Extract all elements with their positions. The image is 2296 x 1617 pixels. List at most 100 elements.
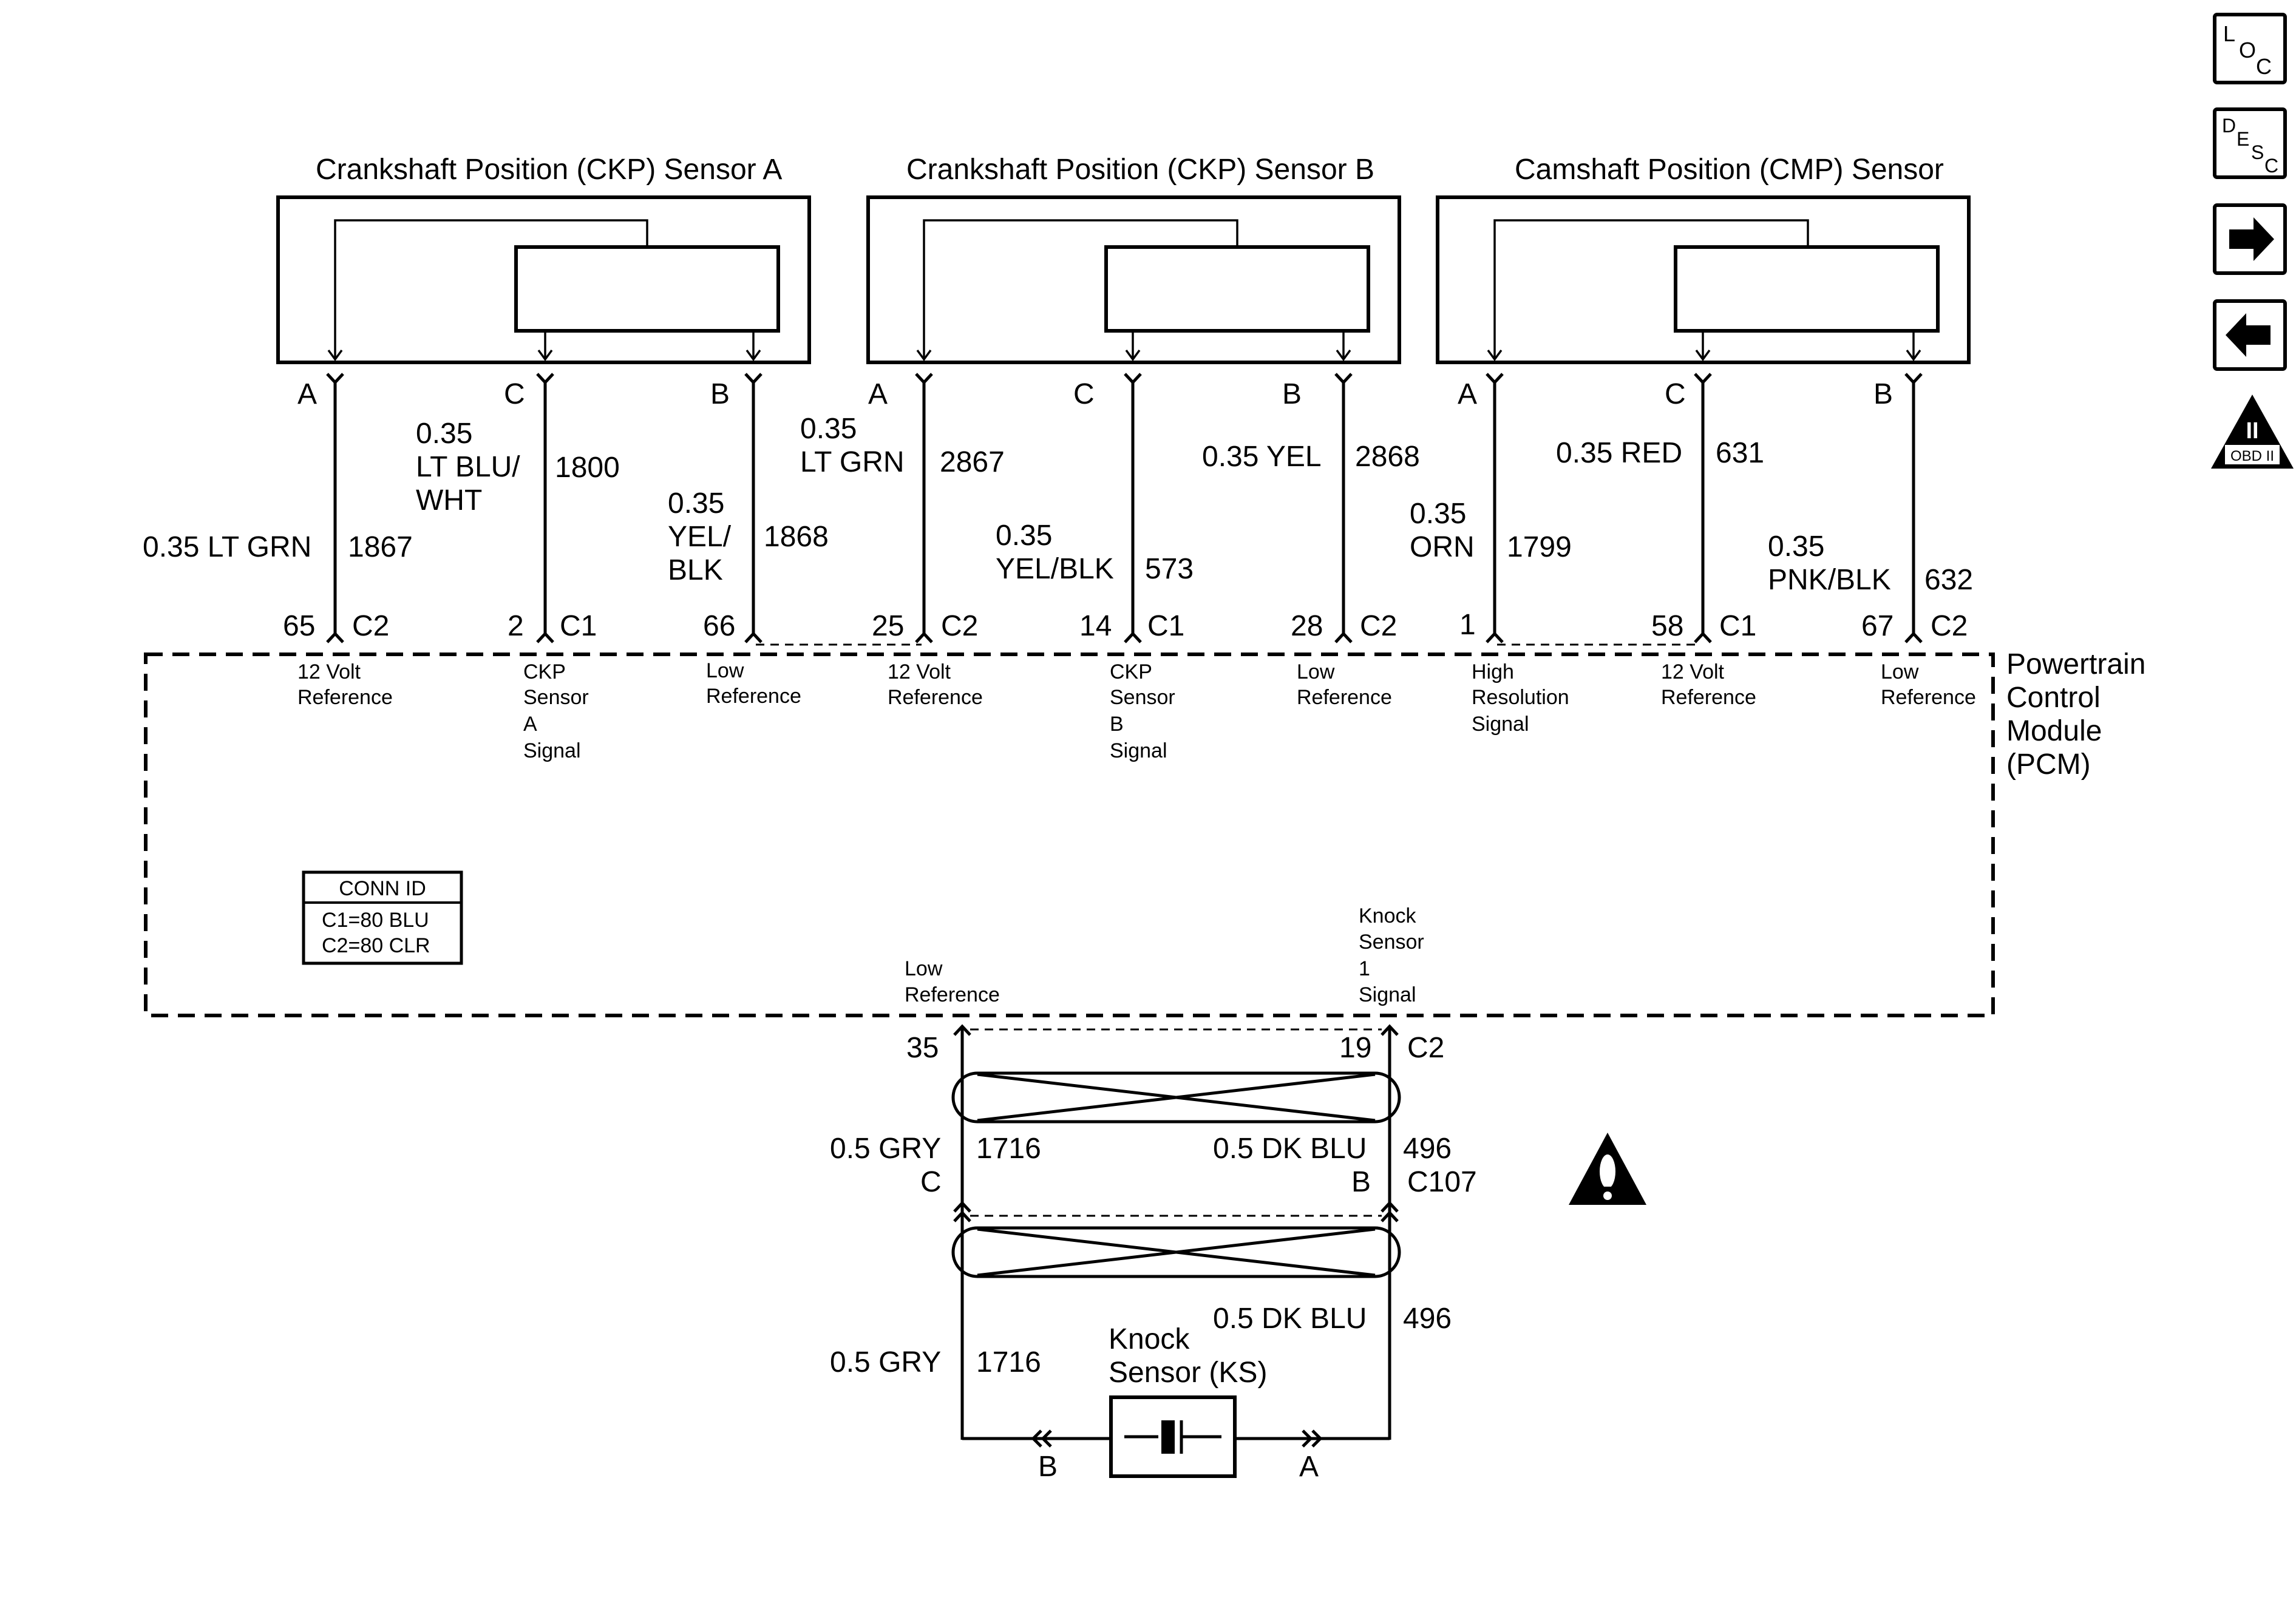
svg-text:Low: Low (905, 957, 943, 980)
svg-text:C: C (2256, 54, 2272, 79)
pcm-connector-id: C1 (1147, 610, 1184, 642)
knock-wire-circuit: 496 (1403, 1303, 1452, 1335)
pcm-connector-id: C2 (1931, 610, 1968, 642)
svg-text:Reference: Reference (888, 686, 983, 709)
pcm-pin-description: High Resolution Signal (1472, 660, 1569, 736)
pcm-pin-description: CKP Sensor B Signal (1110, 660, 1175, 762)
svg-text:Reference: Reference (297, 686, 393, 709)
pcm-pin-number: 2 (508, 610, 524, 642)
svg-text:Signal: Signal (1359, 983, 1416, 1006)
svg-text:O: O (2239, 38, 2256, 63)
pcm-pin-number: 67 (1861, 610, 1894, 642)
pcm-connector-id: C1 (560, 610, 597, 642)
pcm-pin-description: Knock Sensor 1 Signal (1359, 904, 1424, 1006)
conn-id-c2: C2=80 CLR (322, 934, 430, 957)
pin-letter: C (1073, 378, 1095, 410)
pin-letter: A (868, 378, 888, 410)
wire-color: ORN (1410, 531, 1475, 563)
svg-text:CKP: CKP (523, 660, 566, 683)
pcm-pin-number: 66 (703, 610, 735, 642)
wire-circuit: 2867 (940, 446, 1005, 478)
pcm-pin-description: 12 Volt Reference (888, 660, 983, 709)
knock-wire-gauge: 0.5 GRY (830, 1133, 941, 1165)
conn-id-table: CONN ID C1=80 BLU C2=80 CLR (302, 870, 463, 965)
svg-text:Signal: Signal (1472, 713, 1529, 736)
svg-text:B: B (1110, 713, 1124, 736)
pcm-connector-id: C1 (1719, 610, 1756, 642)
next-arrow-icon[interactable] (2213, 203, 2287, 275)
cmp-sensor-title: Camshaft Position (CMP) Sensor (1515, 154, 1944, 186)
wire-circuit: 1800 (555, 452, 620, 484)
wire-circuit: 632 (1924, 564, 1973, 596)
wire-gauge: 0.35 (996, 520, 1052, 552)
svg-text:A: A (523, 713, 537, 736)
knock-wire-circuit: 496 (1403, 1133, 1452, 1165)
knock-wire-circuit: 1716 (976, 1346, 1041, 1378)
svg-text:Reference: Reference (1881, 686, 1976, 709)
loc-icon[interactable]: L O C (2213, 13, 2287, 84)
pcm-pin-number: 14 (1079, 610, 1112, 642)
caution-icon (1569, 1133, 1646, 1205)
knock-sensor-box (1109, 1395, 1237, 1478)
pcm-connector-id: C2 (352, 610, 389, 642)
ckp-sensor-b-title: Crankshaft Position (CKP) Sensor B (906, 154, 1374, 186)
pcm-pin-number: 1 (1459, 609, 1476, 641)
wire-circuit: 2868 (1355, 441, 1420, 473)
pcm-pin-description: Low Reference (1297, 660, 1392, 709)
svg-text:OBD II: OBD II (2230, 448, 2274, 464)
svg-text:Reference: Reference (1297, 686, 1392, 709)
wire-color: LT BLU/ (416, 451, 520, 483)
knock-pin-number: 19 (1339, 1032, 1371, 1064)
knock-wire-circuit: 1716 (976, 1133, 1041, 1165)
pin-letter: B (710, 378, 730, 410)
svg-text:CKP: CKP (1110, 660, 1152, 683)
pin-letter: B (1873, 378, 1893, 410)
wire-gauge: 0.35 (668, 487, 724, 520)
pcm-name: Powertrain (2006, 648, 2145, 680)
knock-pin-number: 35 (906, 1032, 939, 1064)
cmp-sensor-box (1436, 195, 1971, 364)
svg-text:D: D (2222, 115, 2236, 137)
pcm-pin-number: 25 (872, 610, 904, 642)
pin-letter: B (1282, 378, 1302, 410)
obd-ii-icon[interactable]: II OBD II (2211, 395, 2294, 469)
back-arrow-icon[interactable] (2213, 299, 2287, 371)
svg-text:C: C (2264, 155, 2278, 177)
knock-wire-gauge: 0.5 GRY (830, 1346, 941, 1378)
svg-text:Sensor: Sensor (523, 686, 589, 709)
pcm-pin-number: 28 (1291, 610, 1323, 642)
wire-color: PNK/BLK (1768, 564, 1891, 596)
wire-gauge: 0.35 (1768, 531, 1824, 563)
pcm-connector-id: C2 (941, 610, 978, 642)
wire-circuit: 631 (1716, 437, 1764, 469)
wire-color: YEL/ (668, 521, 732, 553)
conn-id-header: CONN ID (339, 877, 426, 900)
pcm-pin-description: Low Reference (1881, 660, 1976, 709)
ckp-sensor-a-title: Crankshaft Position (CKP) Sensor A (316, 154, 782, 186)
svg-text:S: S (2251, 141, 2264, 163)
wire-color: WHT (416, 484, 482, 517)
knock-connector-id: C2 (1407, 1032, 1444, 1064)
wire-gauge: 0.35 LT GRN (143, 531, 311, 563)
knock-sensor-title: Sensor (KS) (1109, 1357, 1267, 1389)
pcm-pin-number: 58 (1651, 610, 1683, 642)
svg-text:Sensor: Sensor (1110, 686, 1175, 709)
knock-sensor-title: Knock (1109, 1323, 1190, 1355)
pcm-pin-description: 12 Volt Reference (1661, 660, 1756, 709)
svg-text:Resolution: Resolution (1472, 686, 1569, 709)
wire-gauge: 0.35 YEL (1202, 441, 1322, 473)
pcm-pin-description: 12 Volt Reference (297, 660, 393, 709)
svg-text:1: 1 (1359, 957, 1370, 980)
svg-text:Low: Low (706, 659, 744, 682)
knock-sensor-wiring (951, 1024, 1401, 1448)
desc-icon[interactable]: D E S C (2213, 107, 2287, 179)
wire-gauge: 0.35 (416, 418, 472, 450)
c107-pin-letter: B (1351, 1166, 1371, 1198)
svg-text:Low: Low (1297, 660, 1335, 683)
pin-letter: A (297, 378, 317, 410)
wire-circuit: 1867 (348, 531, 413, 563)
wire-gauge: 0.35 (800, 413, 857, 445)
svg-text:Signal: Signal (1110, 739, 1167, 762)
svg-text:Low: Low (1881, 660, 1919, 683)
